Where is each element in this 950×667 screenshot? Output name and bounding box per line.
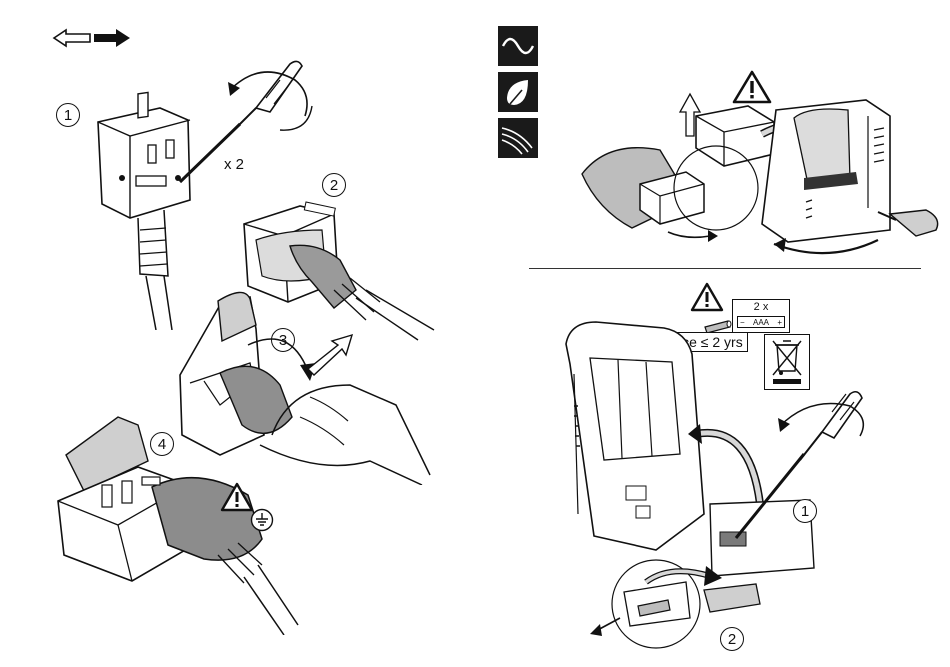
right-top-panel xyxy=(480,0,950,262)
sine-wave-icon xyxy=(498,26,538,66)
battery-step-2-badge: 2 xyxy=(720,627,744,651)
sine-wave-tile xyxy=(498,26,538,66)
earth-ground-icon xyxy=(250,508,274,532)
wires-icon xyxy=(498,118,538,158)
screw-count-label: x 2 xyxy=(224,156,244,173)
solid-arrow-right-icon xyxy=(92,28,132,48)
step-1-badge: 1 xyxy=(56,103,80,127)
wires-tile xyxy=(498,118,538,158)
section-divider xyxy=(529,268,921,269)
filter-replacement-illustration xyxy=(578,80,950,262)
battery-step-1-badge: 1 xyxy=(793,499,817,523)
battery-quantity: 2 x xyxy=(733,301,789,313)
right-bottom-panel: 2 x − AAA + replace ≤ 2 yrs xyxy=(480,270,950,667)
leaf-drop-tile xyxy=(498,72,538,112)
warning-triangle-icon xyxy=(220,482,254,512)
step-4-illustration xyxy=(48,405,348,635)
outline-arrow-left-icon xyxy=(52,28,94,48)
left-panel: 1 x 2 2 3 xyxy=(0,0,470,667)
leaf-drop-icon xyxy=(498,72,538,112)
battery-replacement-illustration xyxy=(560,314,950,664)
warning-triangle-icon xyxy=(690,282,724,312)
